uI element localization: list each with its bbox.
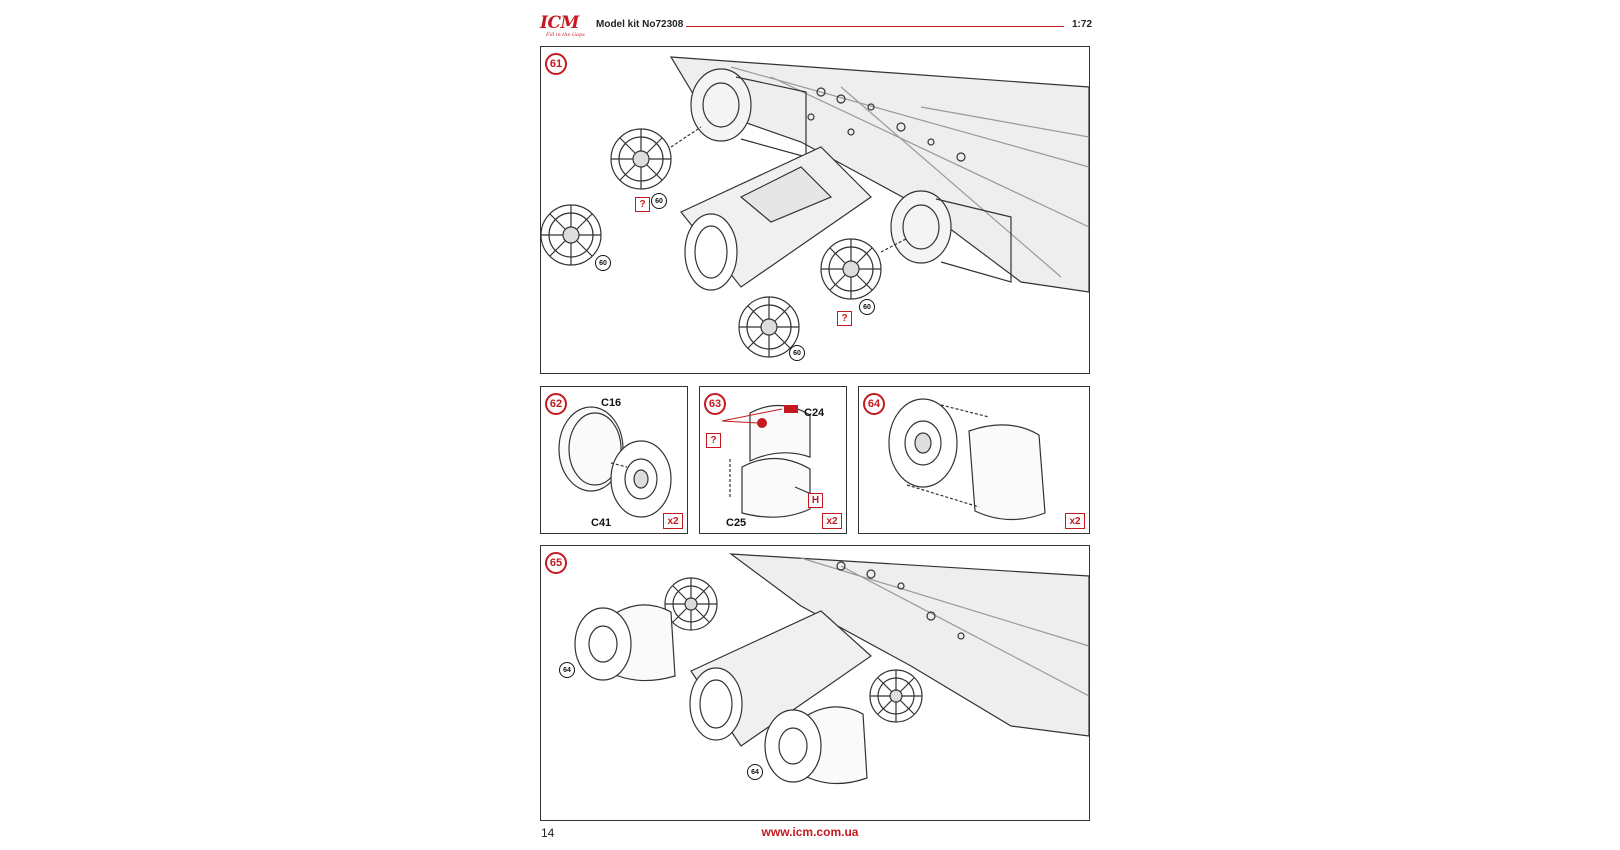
step-ref-marker: 60	[859, 299, 875, 315]
step-ref-marker: 64	[559, 662, 575, 678]
part-label: C16	[601, 397, 622, 409]
step-number-badge: 65	[545, 552, 567, 574]
kit-label: Model kit No72308	[596, 19, 684, 30]
step-62-panel: 62 C16 C41 x2	[540, 386, 688, 534]
quantity-badge: x2	[822, 513, 842, 529]
step-61-illustration	[541, 56, 1089, 358]
step-ref-marker: 60	[789, 345, 805, 361]
part-label: C25	[726, 517, 747, 529]
question-mark-box: ?	[837, 311, 852, 326]
step-number-badge: 62	[545, 393, 567, 415]
question-mark-box: ?	[706, 433, 721, 448]
page-header: ICM Fill in the Gaps Model kit No72308 1…	[540, 13, 1092, 40]
logo-tagline: Fill in the Gaps	[546, 32, 585, 38]
step-65-panel: 65 64 64	[540, 545, 1090, 821]
quantity-badge: x2	[663, 513, 683, 529]
paint-code-box: H	[808, 493, 823, 508]
step-64-panel: 64 x2	[858, 386, 1090, 534]
step-number-badge: 61	[545, 53, 567, 75]
step-62-illustration	[558, 406, 672, 518]
step-ref-marker: 60	[651, 193, 667, 209]
question-mark-box: ?	[635, 197, 650, 212]
step-63-illustration	[721, 404, 819, 518]
step-number-badge: 63	[704, 393, 726, 415]
step-63-panel: 63 C24 C25 ? H x2	[699, 386, 847, 534]
step-61-panel: 61 60 60 60 60 ? ?	[540, 46, 1090, 374]
step-ref-marker: 60	[595, 255, 611, 271]
part-label: C41	[591, 517, 612, 529]
step-ref-marker: 64	[747, 764, 763, 780]
website-link[interactable]: www.icm.com.ua	[761, 825, 859, 839]
logo-text: ICM	[540, 13, 579, 33]
quantity-badge: x2	[1065, 513, 1085, 529]
step-number-badge: 64	[863, 393, 885, 415]
step-64-illustration	[888, 398, 1046, 521]
scale-label: 1:72	[1071, 19, 1092, 30]
icm-logo: ICM Fill in the Gaps	[540, 13, 590, 40]
part-label: C24	[804, 407, 825, 419]
header-rule	[686, 26, 1064, 27]
step-65-illustration	[574, 553, 1089, 785]
page-number: 14	[541, 826, 555, 840]
